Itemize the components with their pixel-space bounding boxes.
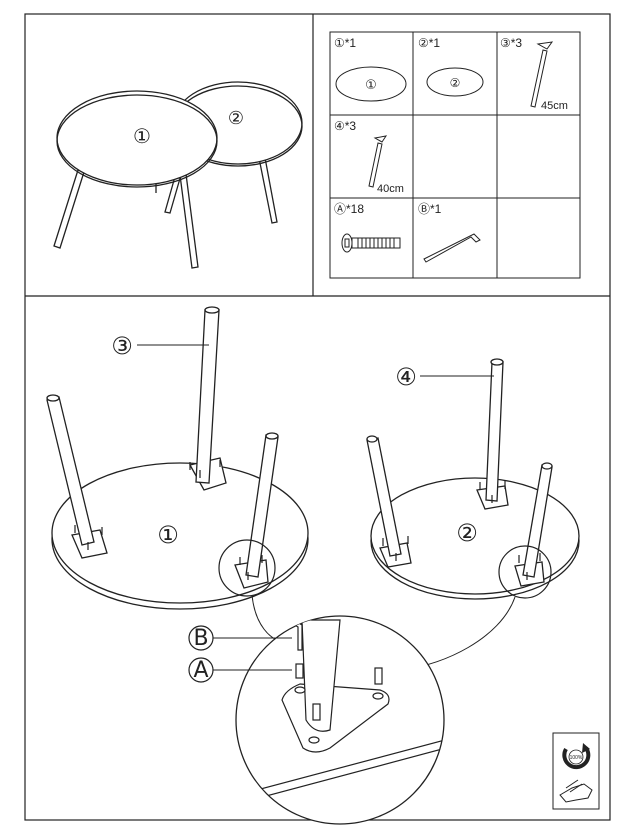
screws-large-table [74, 460, 263, 580]
part-1-header: ①*1 [334, 36, 356, 50]
large-table-leg [179, 173, 199, 269]
screw-detail [312, 703, 321, 721]
callout-leg-4: ④ [395, 363, 417, 391]
assembly-label-small: ② [456, 519, 478, 547]
leg-3 [195, 309, 220, 484]
overview-label-small: ② [228, 108, 244, 129]
part-4-header: ④*3 [334, 119, 356, 133]
part-2-top-shape [426, 67, 484, 97]
detail-magnifier [235, 615, 445, 825]
screws-small-table [382, 481, 541, 580]
callout-bolt: A [193, 658, 208, 683]
screw-detail [374, 667, 383, 685]
part-1-top-shape [335, 66, 407, 102]
leg-4-end [490, 358, 504, 366]
leg-detail [301, 619, 341, 732]
detail-focus-circle [218, 539, 276, 597]
hand-tool-icon [565, 779, 583, 793]
badge-percent: 100% [570, 755, 583, 761]
detail-focus-circle-small [498, 545, 552, 599]
tighten-badge: 100% [552, 732, 600, 810]
part-2-header: ②*1 [418, 36, 440, 50]
screw-detail [295, 663, 304, 679]
part-4-length: 40cm [377, 183, 404, 195]
parts-table [329, 31, 581, 279]
part-1-shape-label: ① [365, 78, 377, 93]
assembly-label-large: ① [157, 521, 179, 549]
leg-end [366, 435, 378, 443]
leg-end [265, 432, 279, 440]
callout-hex-key: B [193, 626, 208, 651]
part-a-header: Ⓐ*18 [334, 202, 364, 216]
part-4-leg-drawing [368, 135, 388, 188]
bolt-icon [341, 233, 401, 253]
callout-leg-3: ③ [111, 332, 133, 360]
small-table-assembly [366, 358, 580, 600]
table-edge-line [237, 739, 444, 796]
leg-end [541, 462, 553, 470]
large-table-assembly [46, 306, 309, 610]
hex-key-icon [423, 233, 481, 263]
part-3-length: 45cm [541, 100, 568, 112]
overview-illustration [53, 81, 303, 269]
overview-label-large: ① [133, 124, 151, 148]
table-edge-line [239, 747, 444, 804]
rotate-arrow-icon [562, 746, 591, 770]
large-table-edge [56, 94, 218, 188]
large-table-leg [53, 169, 85, 249]
rotate-arrow-head [582, 743, 590, 753]
part-3-header: ③*3 [500, 36, 522, 50]
leg-end [46, 394, 60, 402]
part-2-shape-label: ② [450, 76, 461, 90]
hand-icon [559, 783, 593, 803]
part-b-header: Ⓑ*1 [418, 202, 442, 216]
leg-3-end [204, 306, 220, 314]
detail-connector-right [409, 596, 516, 669]
part-3-leg-drawing [530, 41, 554, 108]
